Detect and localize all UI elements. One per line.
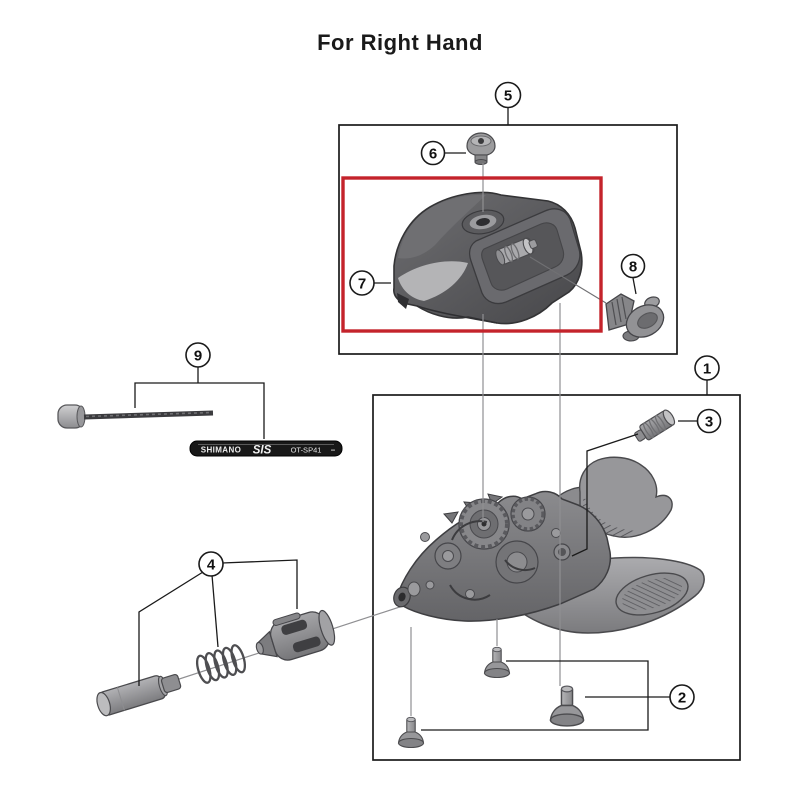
group-box-1 <box>372 394 741 761</box>
outer-casing: SHIMANO SIS OT-SP41 – <box>189 440 343 457</box>
cover-fixing-screw-part6 <box>466 132 496 165</box>
callout-2-number: 2 <box>678 690 686 707</box>
page-title: For Right Hand <box>317 30 483 55</box>
callout-5: 5 <box>494 81 522 109</box>
callout-3-number: 3 <box>705 414 713 431</box>
spring-part <box>195 644 247 684</box>
screw-b <box>549 685 585 727</box>
cover-cable-bolt <box>495 237 538 266</box>
callout-1-circle <box>694 355 720 381</box>
adjuster-barrel-part <box>255 609 336 661</box>
callout-6-circle <box>420 140 446 166</box>
callout-8: 8 <box>620 253 646 279</box>
ratchet-gears <box>420 496 571 601</box>
callout-2-circle <box>669 684 695 710</box>
callout-4-circle <box>198 551 224 577</box>
callout-8-circle <box>620 253 646 279</box>
callout-3-circle <box>696 408 722 434</box>
leader-lines <box>134 108 708 731</box>
callout-3: 3 <box>696 408 722 434</box>
callout-5-circle <box>494 81 522 109</box>
callout-6-number: 6 <box>429 146 437 163</box>
callout-8-number: 8 <box>629 259 637 276</box>
callout-2: 2 <box>669 684 695 710</box>
inner-cable-assembly <box>57 404 214 429</box>
highlight-rectangle <box>341 176 603 333</box>
fixing-screws-part2 <box>397 646 585 749</box>
cable-end-barrel-part3 <box>634 409 676 442</box>
casing-spec-label: OT-SP41 <box>291 446 322 455</box>
alignment-lines <box>410 163 607 716</box>
callout-4: 4 <box>198 551 224 577</box>
cable-anchor-part8 <box>605 293 665 342</box>
callout-4-number: 4 <box>207 557 216 574</box>
boot-part <box>96 673 182 717</box>
casing-suffix-label: – <box>331 446 336 455</box>
casing-model-label: SIS <box>253 445 272 457</box>
callout-1: 1 <box>694 355 720 381</box>
callout-7-number: 7 <box>358 276 366 293</box>
callout-1-number: 1 <box>703 361 711 378</box>
screw-c <box>397 716 425 749</box>
cover-highlight-band <box>398 261 468 301</box>
callout-9: 9 <box>185 342 211 368</box>
callout-5-number: 5 <box>504 88 512 105</box>
callout-6: 6 <box>420 140 446 166</box>
casing-brand-label: SHIMANO <box>201 446 242 455</box>
callout-9-circle <box>185 342 211 368</box>
callout-7-circle <box>349 270 375 296</box>
shifter-body <box>393 456 705 634</box>
upper-cover-part7 <box>393 191 583 325</box>
callout-9-number: 9 <box>194 348 202 365</box>
callout-7: 7 <box>349 270 375 296</box>
screw-a <box>483 646 511 679</box>
